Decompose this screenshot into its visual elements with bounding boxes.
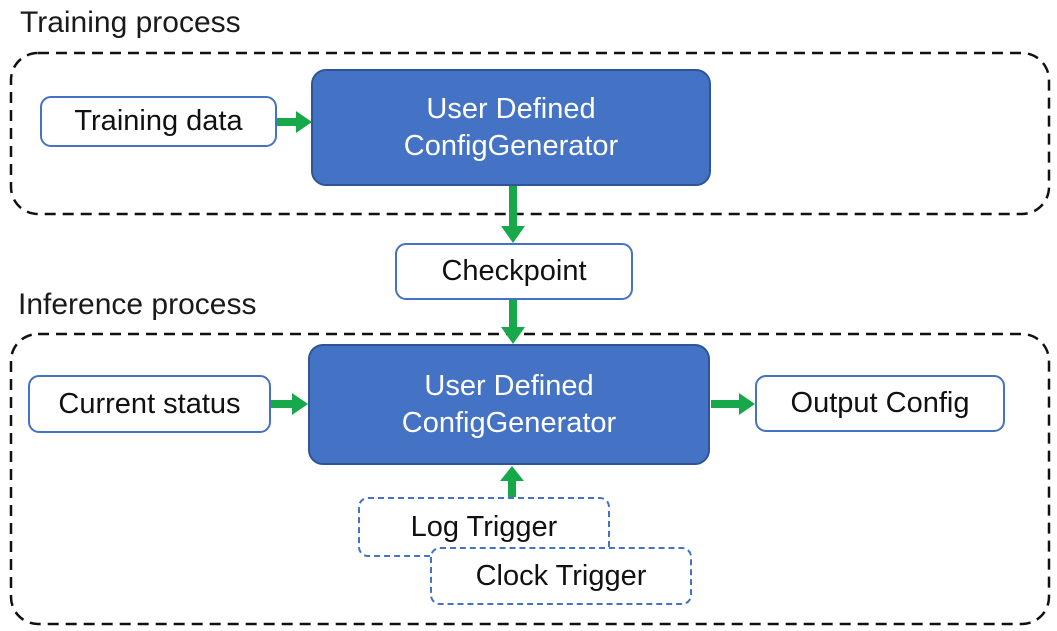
arrow-current-status-to-generator <box>271 393 308 415</box>
arrow-generator-to-output-config <box>711 393 755 415</box>
arrow-triggers-to-generator <box>500 466 524 497</box>
config-generator-inference-line1: User Defined <box>424 369 594 402</box>
config-generator-inference-node: User Defined ConfigGenerator <box>308 344 710 465</box>
training-process-container <box>9 51 1051 216</box>
current-status-label: Current status <box>58 387 241 420</box>
output-config-label: Output Config <box>790 387 970 419</box>
arrow-checkpoint-to-generator <box>501 300 525 344</box>
arrow-generator-to-checkpoint <box>501 186 525 243</box>
training-data-label: Training data <box>74 105 243 137</box>
arrow-training-data-to-generator <box>277 111 312 133</box>
current-status-node: Current status <box>28 375 271 433</box>
checkpoint-label: Checkpoint <box>441 255 587 287</box>
config-generator-training-node: User Defined ConfigGenerator <box>311 69 711 186</box>
config-generator-inference-line2: ConfigGenerator <box>401 406 617 439</box>
log-trigger-label: Log Trigger <box>410 510 558 543</box>
checkpoint-node: Checkpoint <box>395 243 633 300</box>
clock-trigger-label: Clock Trigger <box>475 559 647 592</box>
inference-process-label: Inference process <box>18 288 257 321</box>
config-generator-training-line1: User Defined <box>426 92 596 125</box>
training-process-label: Training process <box>20 6 241 39</box>
clock-trigger-node: Clock Trigger <box>430 547 692 605</box>
inference-process-container <box>9 332 1051 626</box>
config-generator-training-line2: ConfigGenerator <box>403 129 619 162</box>
training-data-node: Training data <box>40 96 277 147</box>
output-config-node: Output Config <box>755 375 1005 432</box>
